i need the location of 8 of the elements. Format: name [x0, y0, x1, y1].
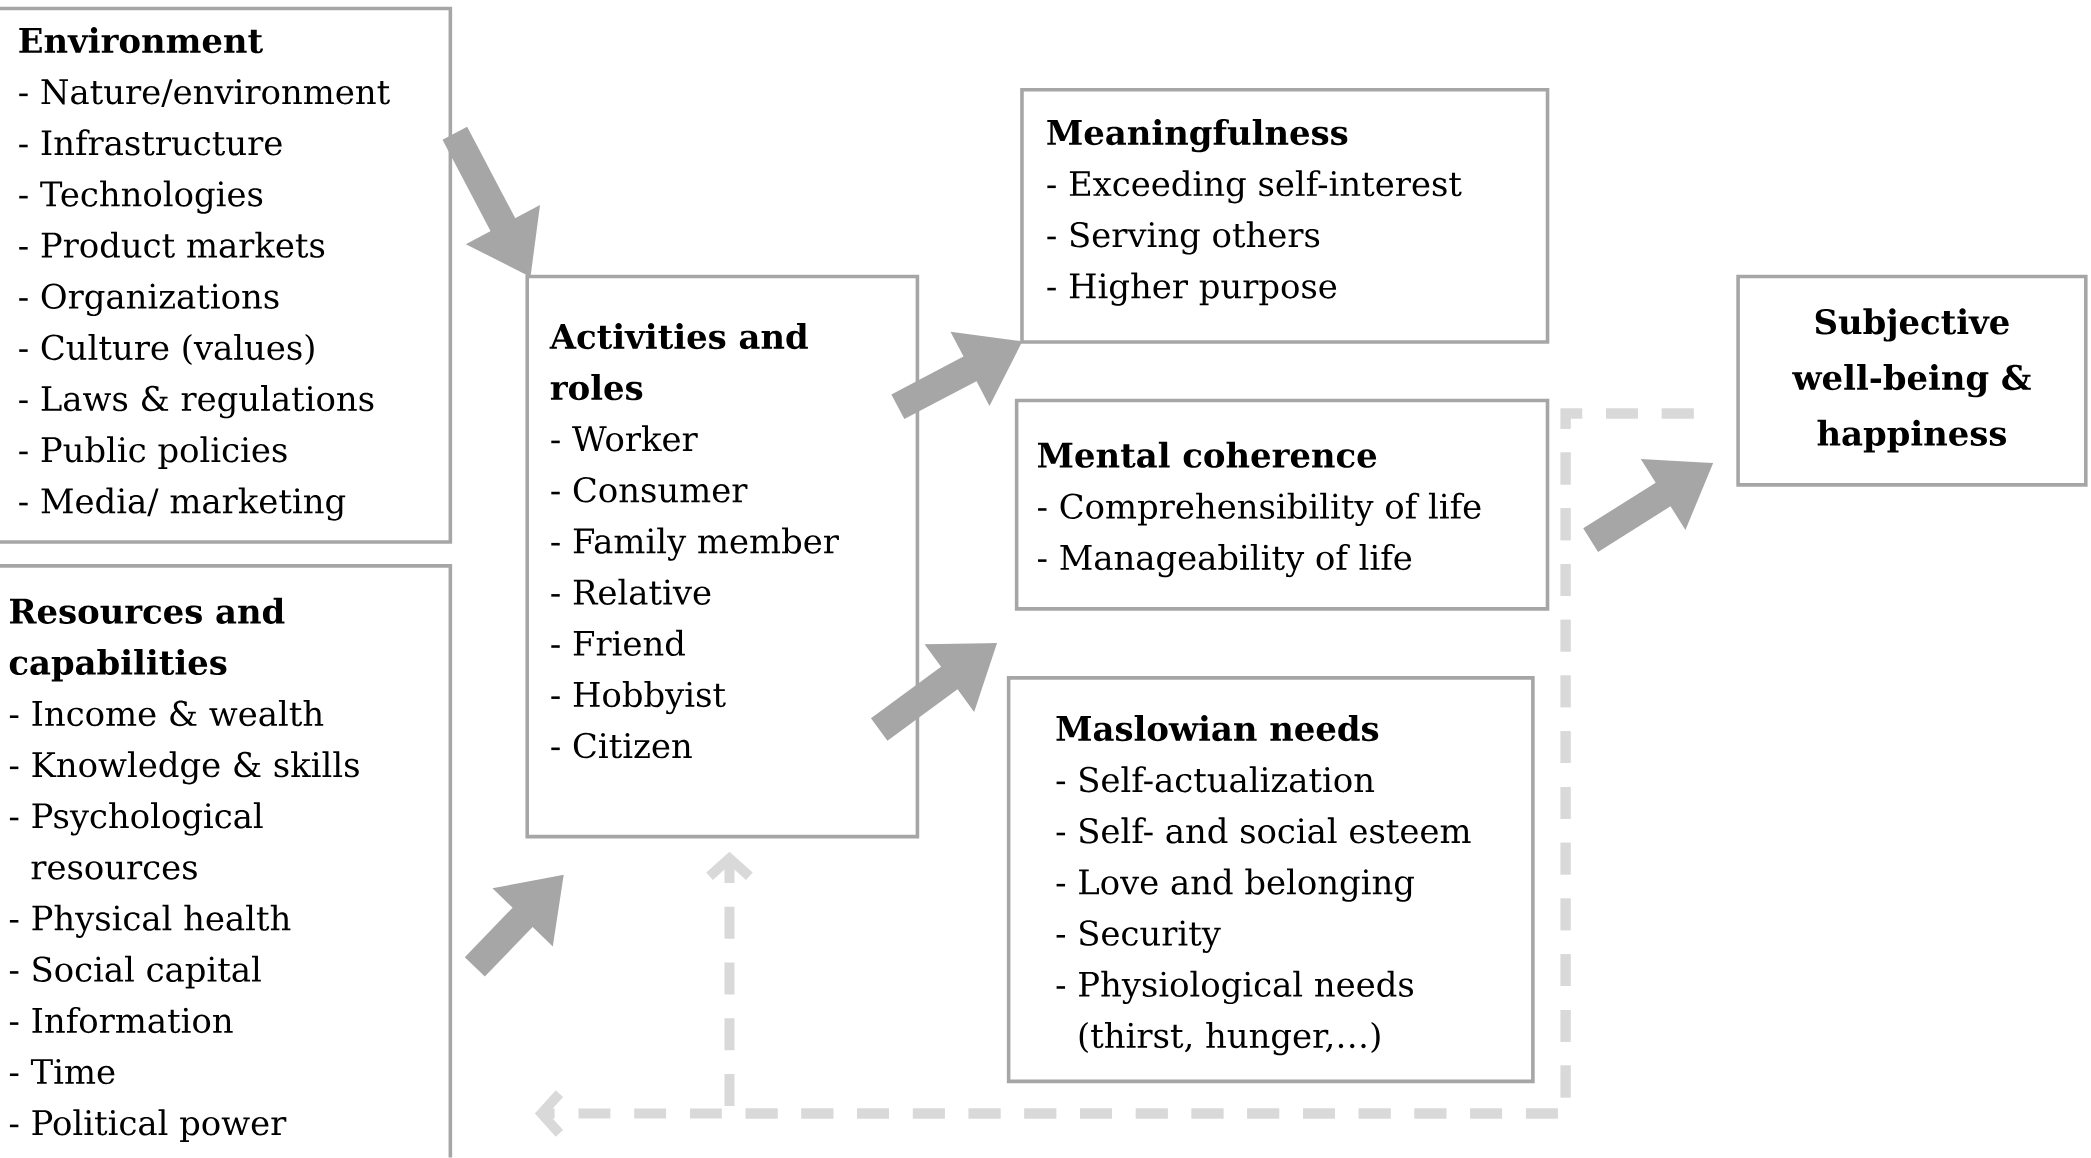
list-box: Resources and capabilities - Income & wealth - Knowledge & skills - Psychological resources - Physical health - Social capital - Information - Time - Political power [0, 564, 453, 1158]
list-box: Maslowian needs - Self-actualization - Self- and social esteem - Love and belonging - Security - Physiological needs (thirst, hunger,…) [1006, 676, 1535, 1084]
list-box: Mental coherence - Comprehensibility of life - Manageability of life [1014, 398, 1550, 611]
dashed-arrow [706, 408, 1694, 1119]
list-box: Activities and roles - Worker - Consumer - Family member - Relative - Friend - Hobbyist - Citizen [525, 274, 920, 839]
list-box: Environment - Nature/environment - Infrastructure - Technologies - Product markets - Organizations - Culture (values) - Laws & regulations - Public policies - Media/ marketing [0, 6, 453, 544]
list-box: Meaningfulness - Exceeding self-interest - Serving others - Higher purpose [1020, 88, 1550, 344]
outcome-box: Subjective well-being & happiness [1736, 274, 2088, 487]
